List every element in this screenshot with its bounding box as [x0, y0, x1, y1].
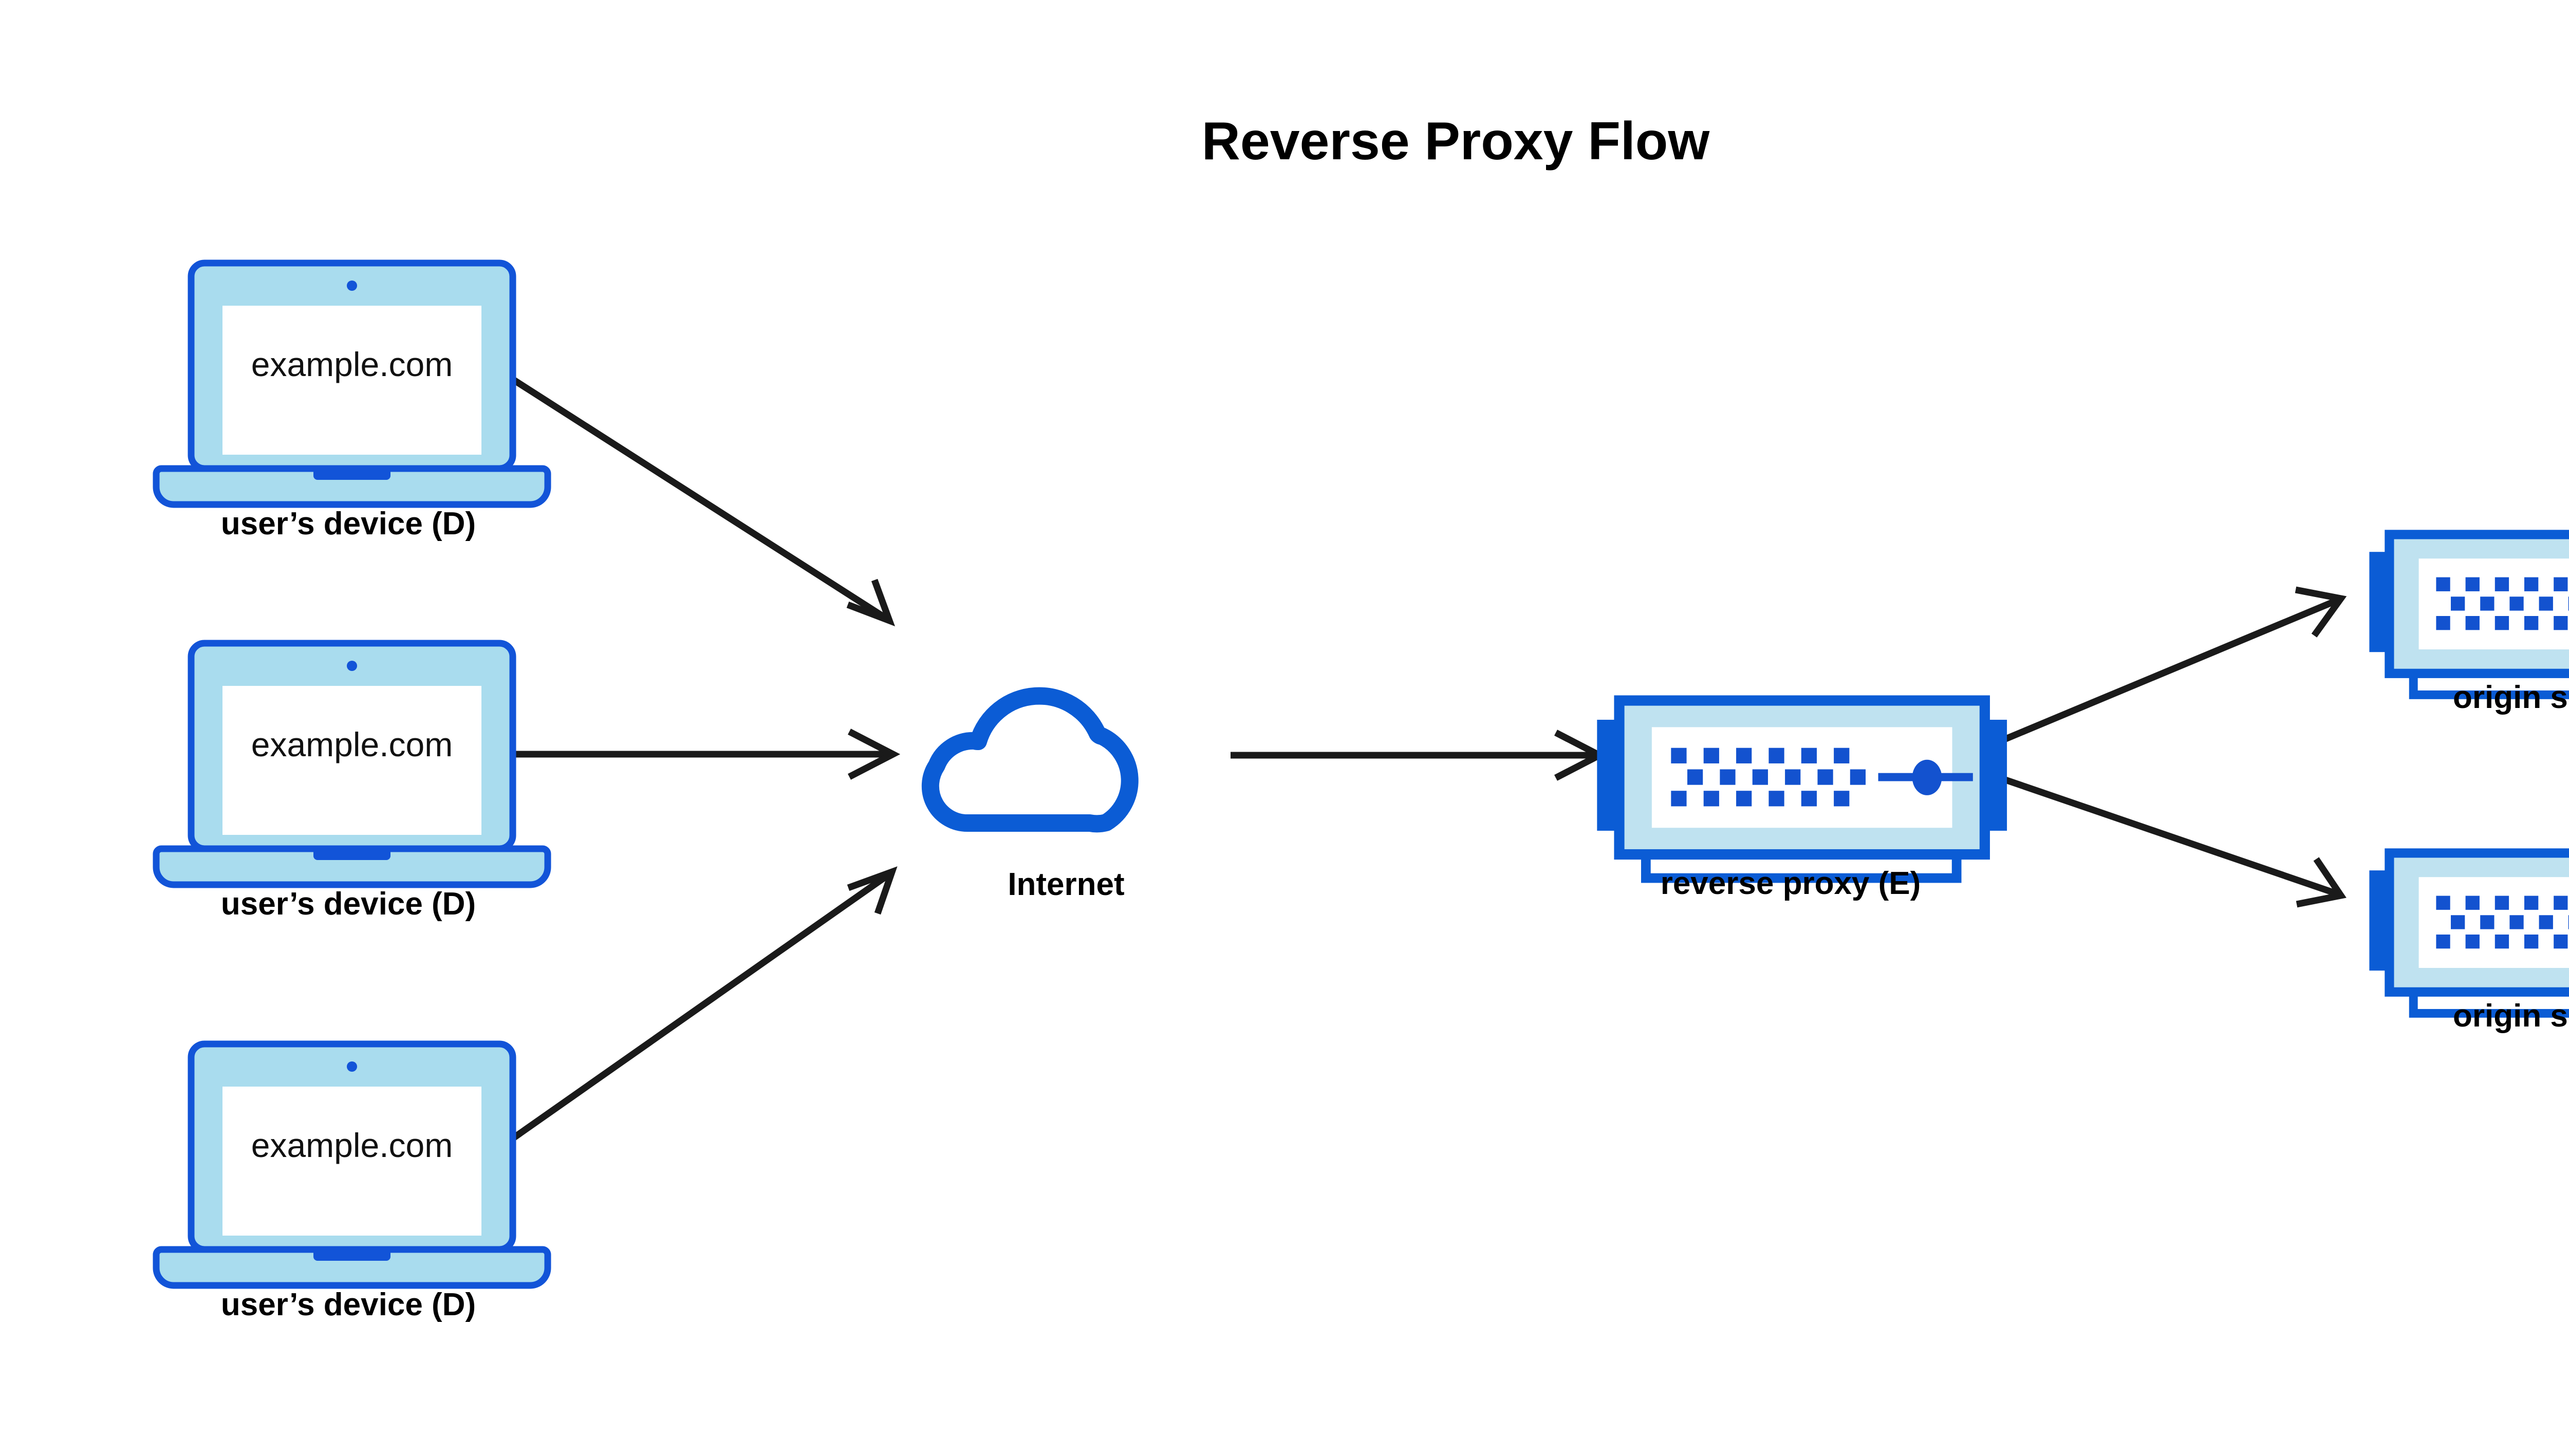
- edge-device-top-to-internet: [504, 372, 896, 627]
- node-origin-server-top[interactable]: origin server (F): [2369, 534, 2569, 715]
- node-reverse-proxy[interactable]: reverse proxy (E): [1597, 701, 2007, 901]
- edge-layer: [504, 372, 2347, 1146]
- origin-server-top-label: origin server (F): [2453, 680, 2569, 715]
- edge-internet-to-proxy: [1231, 730, 1607, 781]
- edge-proxy-to-origin-top: [1992, 586, 2347, 747]
- cloud-icon: [921, 687, 1139, 833]
- node-user-device-bottom[interactable]: example.com user’s device (D): [156, 1044, 548, 1322]
- page-title: Reverse Proxy Flow: [1202, 111, 1710, 171]
- device-top-label: user’s device (D): [221, 506, 476, 542]
- node-internet[interactable]: Internet: [921, 687, 1139, 902]
- edge-device-mid-to-internet: [506, 729, 901, 780]
- edge-proxy-to-origin-bottom: [1992, 772, 2347, 908]
- node-user-device-mid[interactable]: example.com user’s device (D): [156, 643, 548, 922]
- device-top-screen-text: example.com: [251, 345, 453, 383]
- server-icon: [2369, 853, 2569, 1013]
- device-mid-screen-text: example.com: [251, 725, 453, 763]
- laptop-icon: [156, 1044, 548, 1285]
- origin-server-bottom-label: origin server (F): [2453, 998, 2569, 1034]
- laptop-icon: [156, 643, 548, 885]
- node-user-device-top[interactable]: example.com user’s device (D): [156, 263, 548, 542]
- node-origin-server-bottom[interactable]: origin server (F): [2369, 853, 2569, 1034]
- device-bottom-screen-text: example.com: [251, 1126, 453, 1164]
- laptop-icon: [156, 263, 548, 505]
- device-mid-label: user’s device (D): [221, 886, 476, 922]
- reverse-proxy-label: reverse proxy (E): [1661, 866, 1921, 901]
- device-bottom-label: user’s device (D): [221, 1287, 476, 1322]
- internet-label: Internet: [1008, 867, 1124, 902]
- server-icon: [1597, 701, 2007, 879]
- server-icon: [2369, 534, 2569, 695]
- edge-device-bottom-to-internet: [504, 866, 898, 1146]
